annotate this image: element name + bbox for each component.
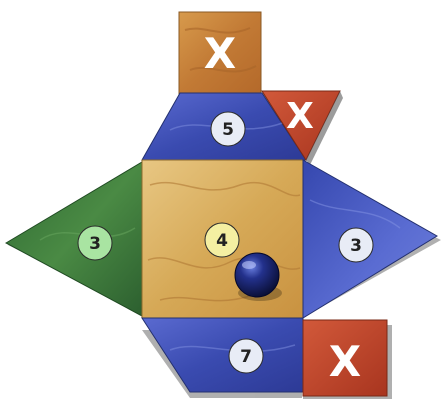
tile-number: 3 [89,234,101,254]
x-mark: X [329,337,361,386]
x-mark: X [286,96,314,137]
tile-number: 3 [350,236,362,256]
tile-top-blocked[interactable]: X [179,12,261,94]
tile-number: 7 [240,347,252,367]
tile-number: 4 [216,231,228,251]
tile-bottom-right-blocked[interactable]: X [303,320,387,396]
tile-south[interactable]: 7 [142,318,303,392]
tile-west[interactable]: 3 [6,162,142,316]
tile-number: 5 [222,120,234,140]
x-mark: X [204,29,236,78]
tile-east[interactable]: 3 [303,160,437,318]
